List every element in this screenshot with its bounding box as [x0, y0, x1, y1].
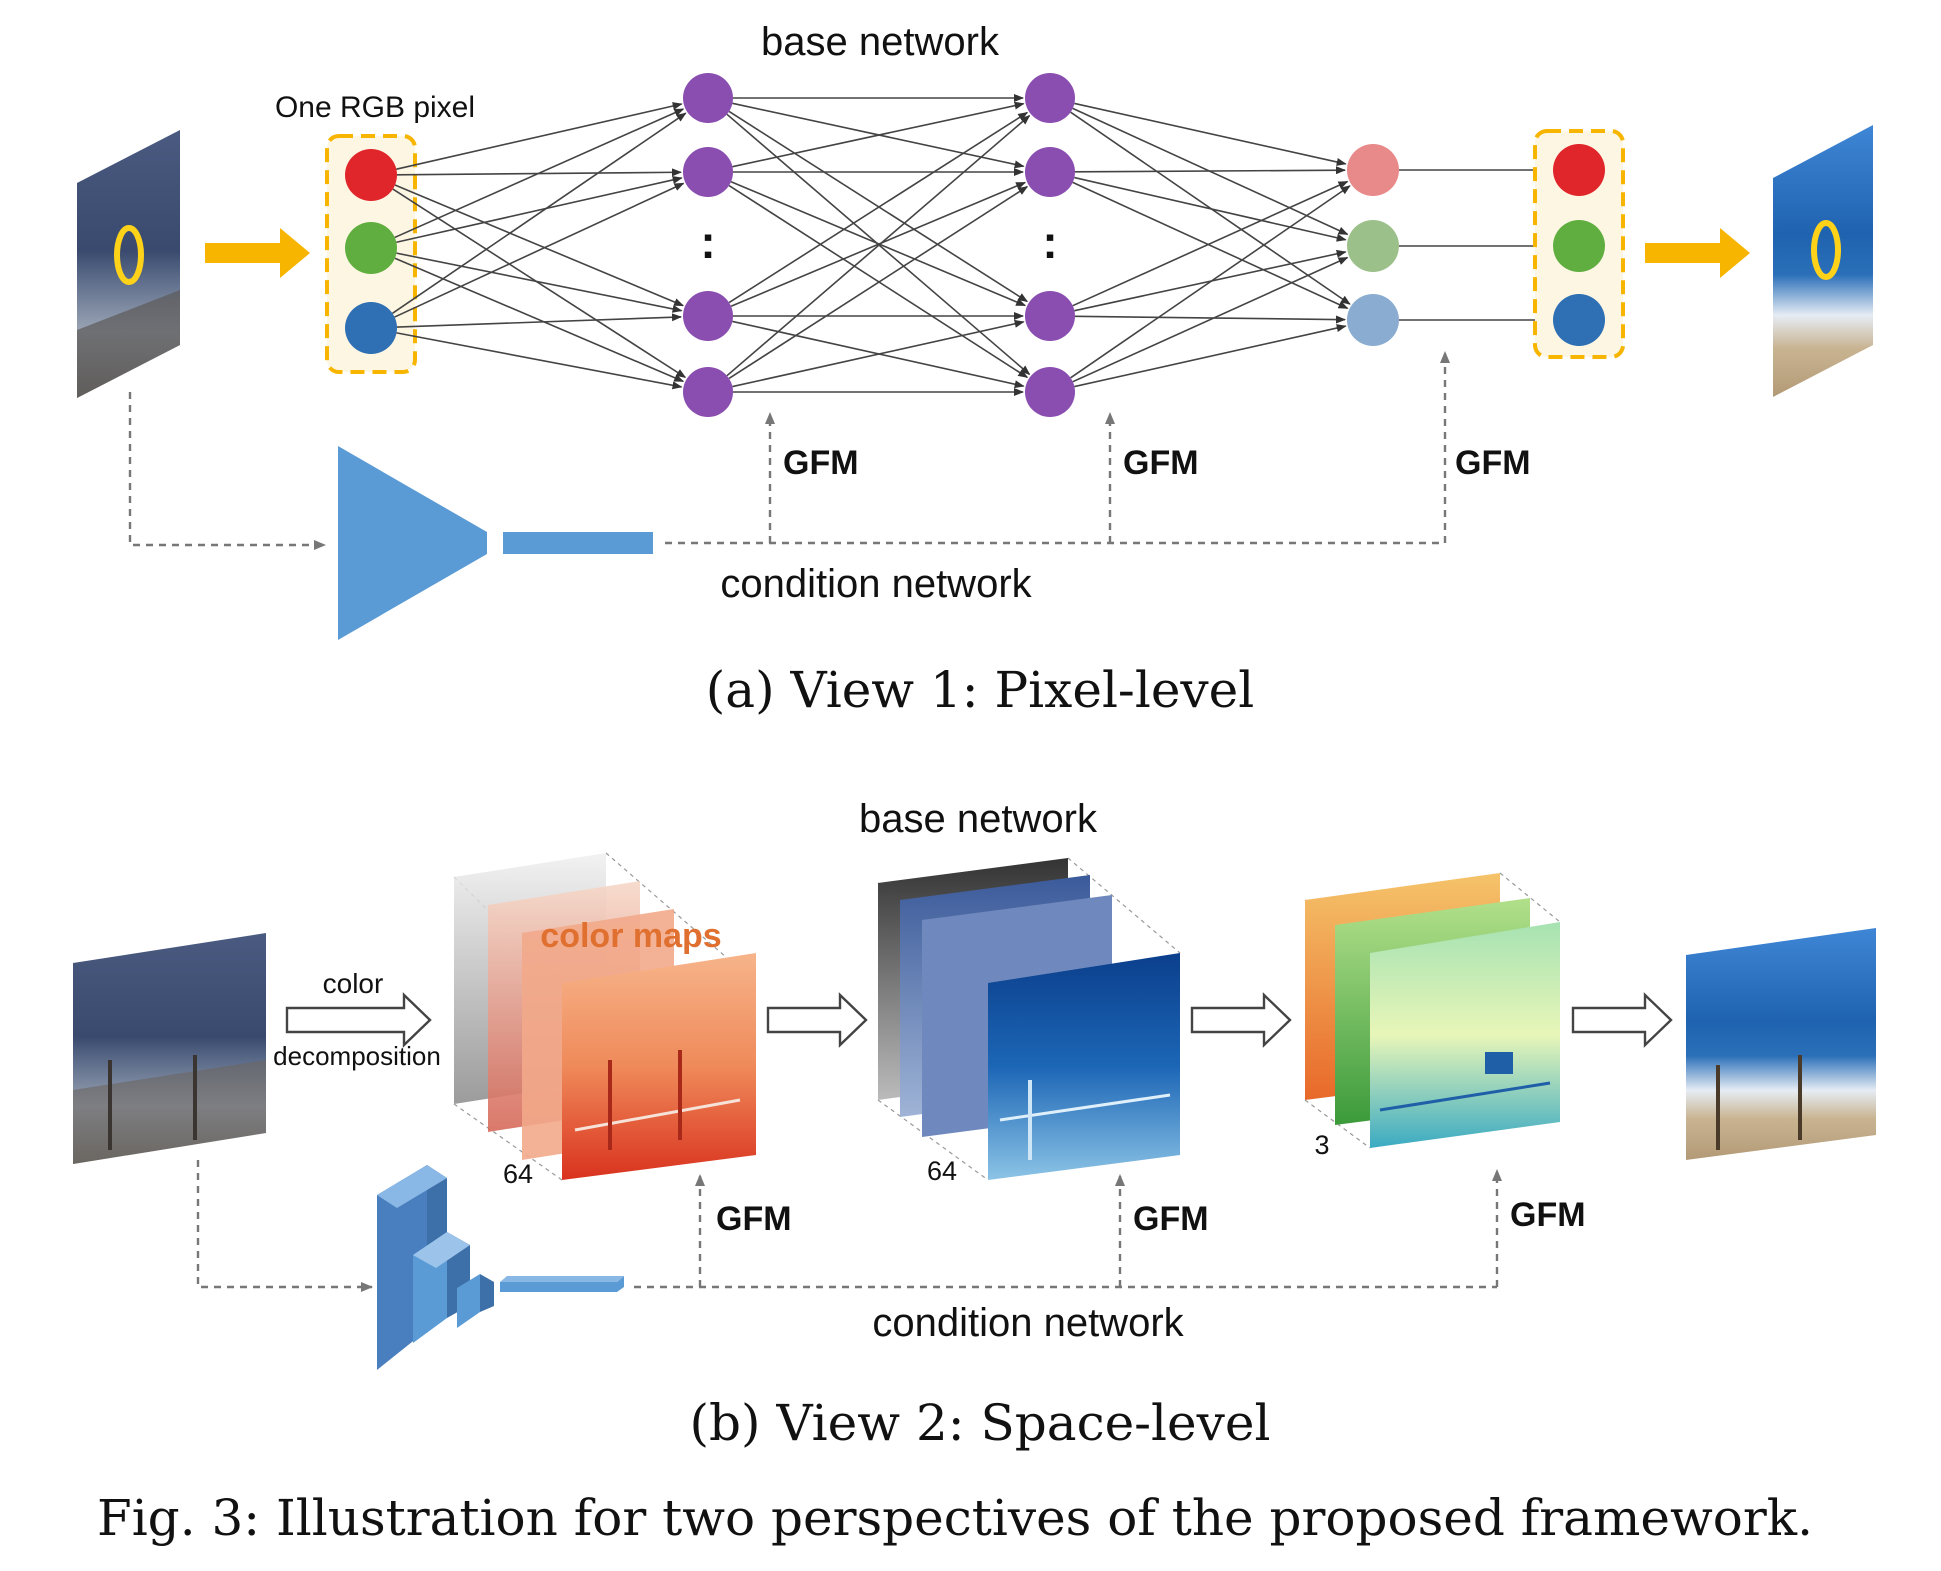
network-connection-line [394, 108, 685, 239]
network-connection-line [392, 112, 687, 315]
network-connection-line [728, 110, 1029, 303]
channel-count-1: 64 [503, 1159, 533, 1189]
condition-network-label-b: condition network [872, 1301, 1184, 1345]
input-photo-b [73, 933, 266, 1164]
network-connection-line [396, 252, 683, 313]
network-connection-line [396, 102, 683, 170]
network-connection-line [728, 111, 1029, 304]
decomposition-arrow [285, 992, 432, 1048]
ellipsis-1: : [700, 216, 715, 268]
output-node-blue [1553, 294, 1605, 346]
network-connection-line [1074, 315, 1347, 324]
network-connection-line [394, 184, 685, 307]
network-connection-line [396, 332, 683, 390]
pixel-highlight-ring [114, 225, 144, 285]
network-connection-line [394, 257, 685, 383]
network-connection-line [1074, 176, 1347, 242]
channel-count-3: 3 [1314, 1130, 1329, 1160]
condition-paths-b [196, 1160, 1502, 1292]
network-connection-line [1070, 185, 1351, 379]
network-connection-line [732, 101, 1025, 168]
output-photo-b [1686, 928, 1876, 1160]
figure-caption: Fig. 3: Illustration for two perspective… [97, 1489, 1813, 1547]
gfm-label-a1: GFM [783, 444, 859, 482]
output-photo-a [1773, 125, 1873, 397]
gfm-label-b3: GFM [1510, 1196, 1586, 1234]
network-connection-line [732, 319, 1025, 388]
network-connection-line [730, 181, 1027, 308]
base-network-label-a: base network [761, 20, 1000, 64]
network-connection-line [394, 182, 685, 318]
network-connection-line [1072, 180, 1349, 307]
network-connections [392, 94, 1552, 396]
hidden-layer-2: : [1025, 73, 1075, 417]
panel-b: base network color decomposition [73, 797, 1876, 1452]
network-connection-line [726, 114, 1031, 377]
condition-feature-bar [503, 532, 653, 554]
output-maps-stack [1304, 872, 1561, 1149]
output-node-green [1553, 220, 1605, 272]
gfm-label-a3: GFM [1455, 444, 1531, 482]
network-connection-line [728, 185, 1029, 380]
network-connection-line [1074, 102, 1347, 166]
flow-arrow-2 [766, 992, 868, 1048]
network-connection-line [1072, 181, 1349, 310]
gfm-label-b1: GFM [716, 1200, 792, 1238]
condition-network-blocks [377, 1165, 624, 1370]
ellipsis-2: : [1042, 216, 1057, 268]
decomposition-label-color: color [323, 968, 384, 999]
color-maps-label: color maps [540, 917, 721, 955]
yellow-arrow-right [1645, 228, 1750, 278]
input-node-blue [345, 302, 397, 354]
color-maps-stack [453, 852, 757, 1181]
network-connection-line [396, 176, 683, 244]
panel-a: One RGB pixel : : [77, 20, 1873, 719]
yellow-arrow-left [205, 228, 310, 278]
condition-paths-a [128, 351, 1450, 550]
caption-a: (a) View 1: Pixel-level [706, 661, 1255, 719]
network-connection-line [392, 188, 687, 379]
gfm-label-b2: GFM [1133, 1200, 1209, 1238]
condition-encoder-triangle [338, 446, 487, 640]
one-rgb-pixel-label: One RGB pixel [275, 91, 475, 124]
input-node-green [345, 222, 397, 274]
base-network-label-b: base network [859, 797, 1098, 841]
network-connection-line [1074, 166, 1347, 175]
flow-arrow-4 [1571, 992, 1673, 1048]
caption-b: (b) View 2: Space-level [690, 1394, 1271, 1452]
network-connection-line [1074, 324, 1347, 388]
channel-count-2: 64 [927, 1156, 957, 1186]
input-photo-a [77, 130, 180, 398]
output-node-red [1553, 144, 1605, 196]
hidden-layer-1: : [683, 73, 733, 417]
input-node-red [345, 149, 397, 201]
network-connection-line [1072, 256, 1349, 383]
gfm-label-a2: GFM [1123, 444, 1199, 482]
blue-features-stack [877, 857, 1181, 1181]
network-connection-line [396, 313, 683, 328]
network-connection-line [728, 184, 1029, 379]
flow-arrow-3 [1190, 992, 1292, 1048]
decomposition-label: decomposition [273, 1041, 441, 1071]
output-layer-light [1347, 144, 1399, 346]
condition-network-label-a: condition network [720, 562, 1032, 606]
